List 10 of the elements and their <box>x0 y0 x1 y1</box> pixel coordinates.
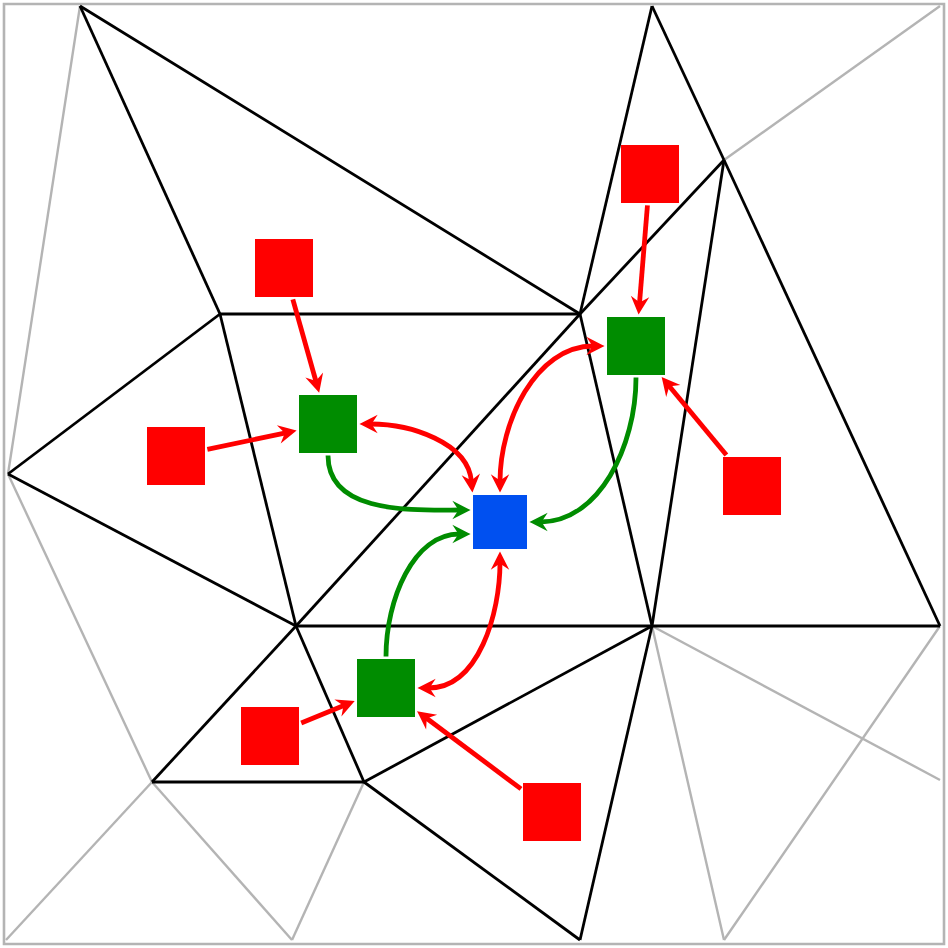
filled-square <box>473 495 527 549</box>
filled-square <box>723 457 781 515</box>
filled-square <box>621 145 679 203</box>
filled-square <box>357 659 415 717</box>
filled-square <box>523 783 581 841</box>
filled-square <box>299 395 357 453</box>
filled-square <box>607 317 665 375</box>
filled-square <box>241 707 299 765</box>
filled-square <box>147 427 205 485</box>
filled-square <box>255 239 313 297</box>
